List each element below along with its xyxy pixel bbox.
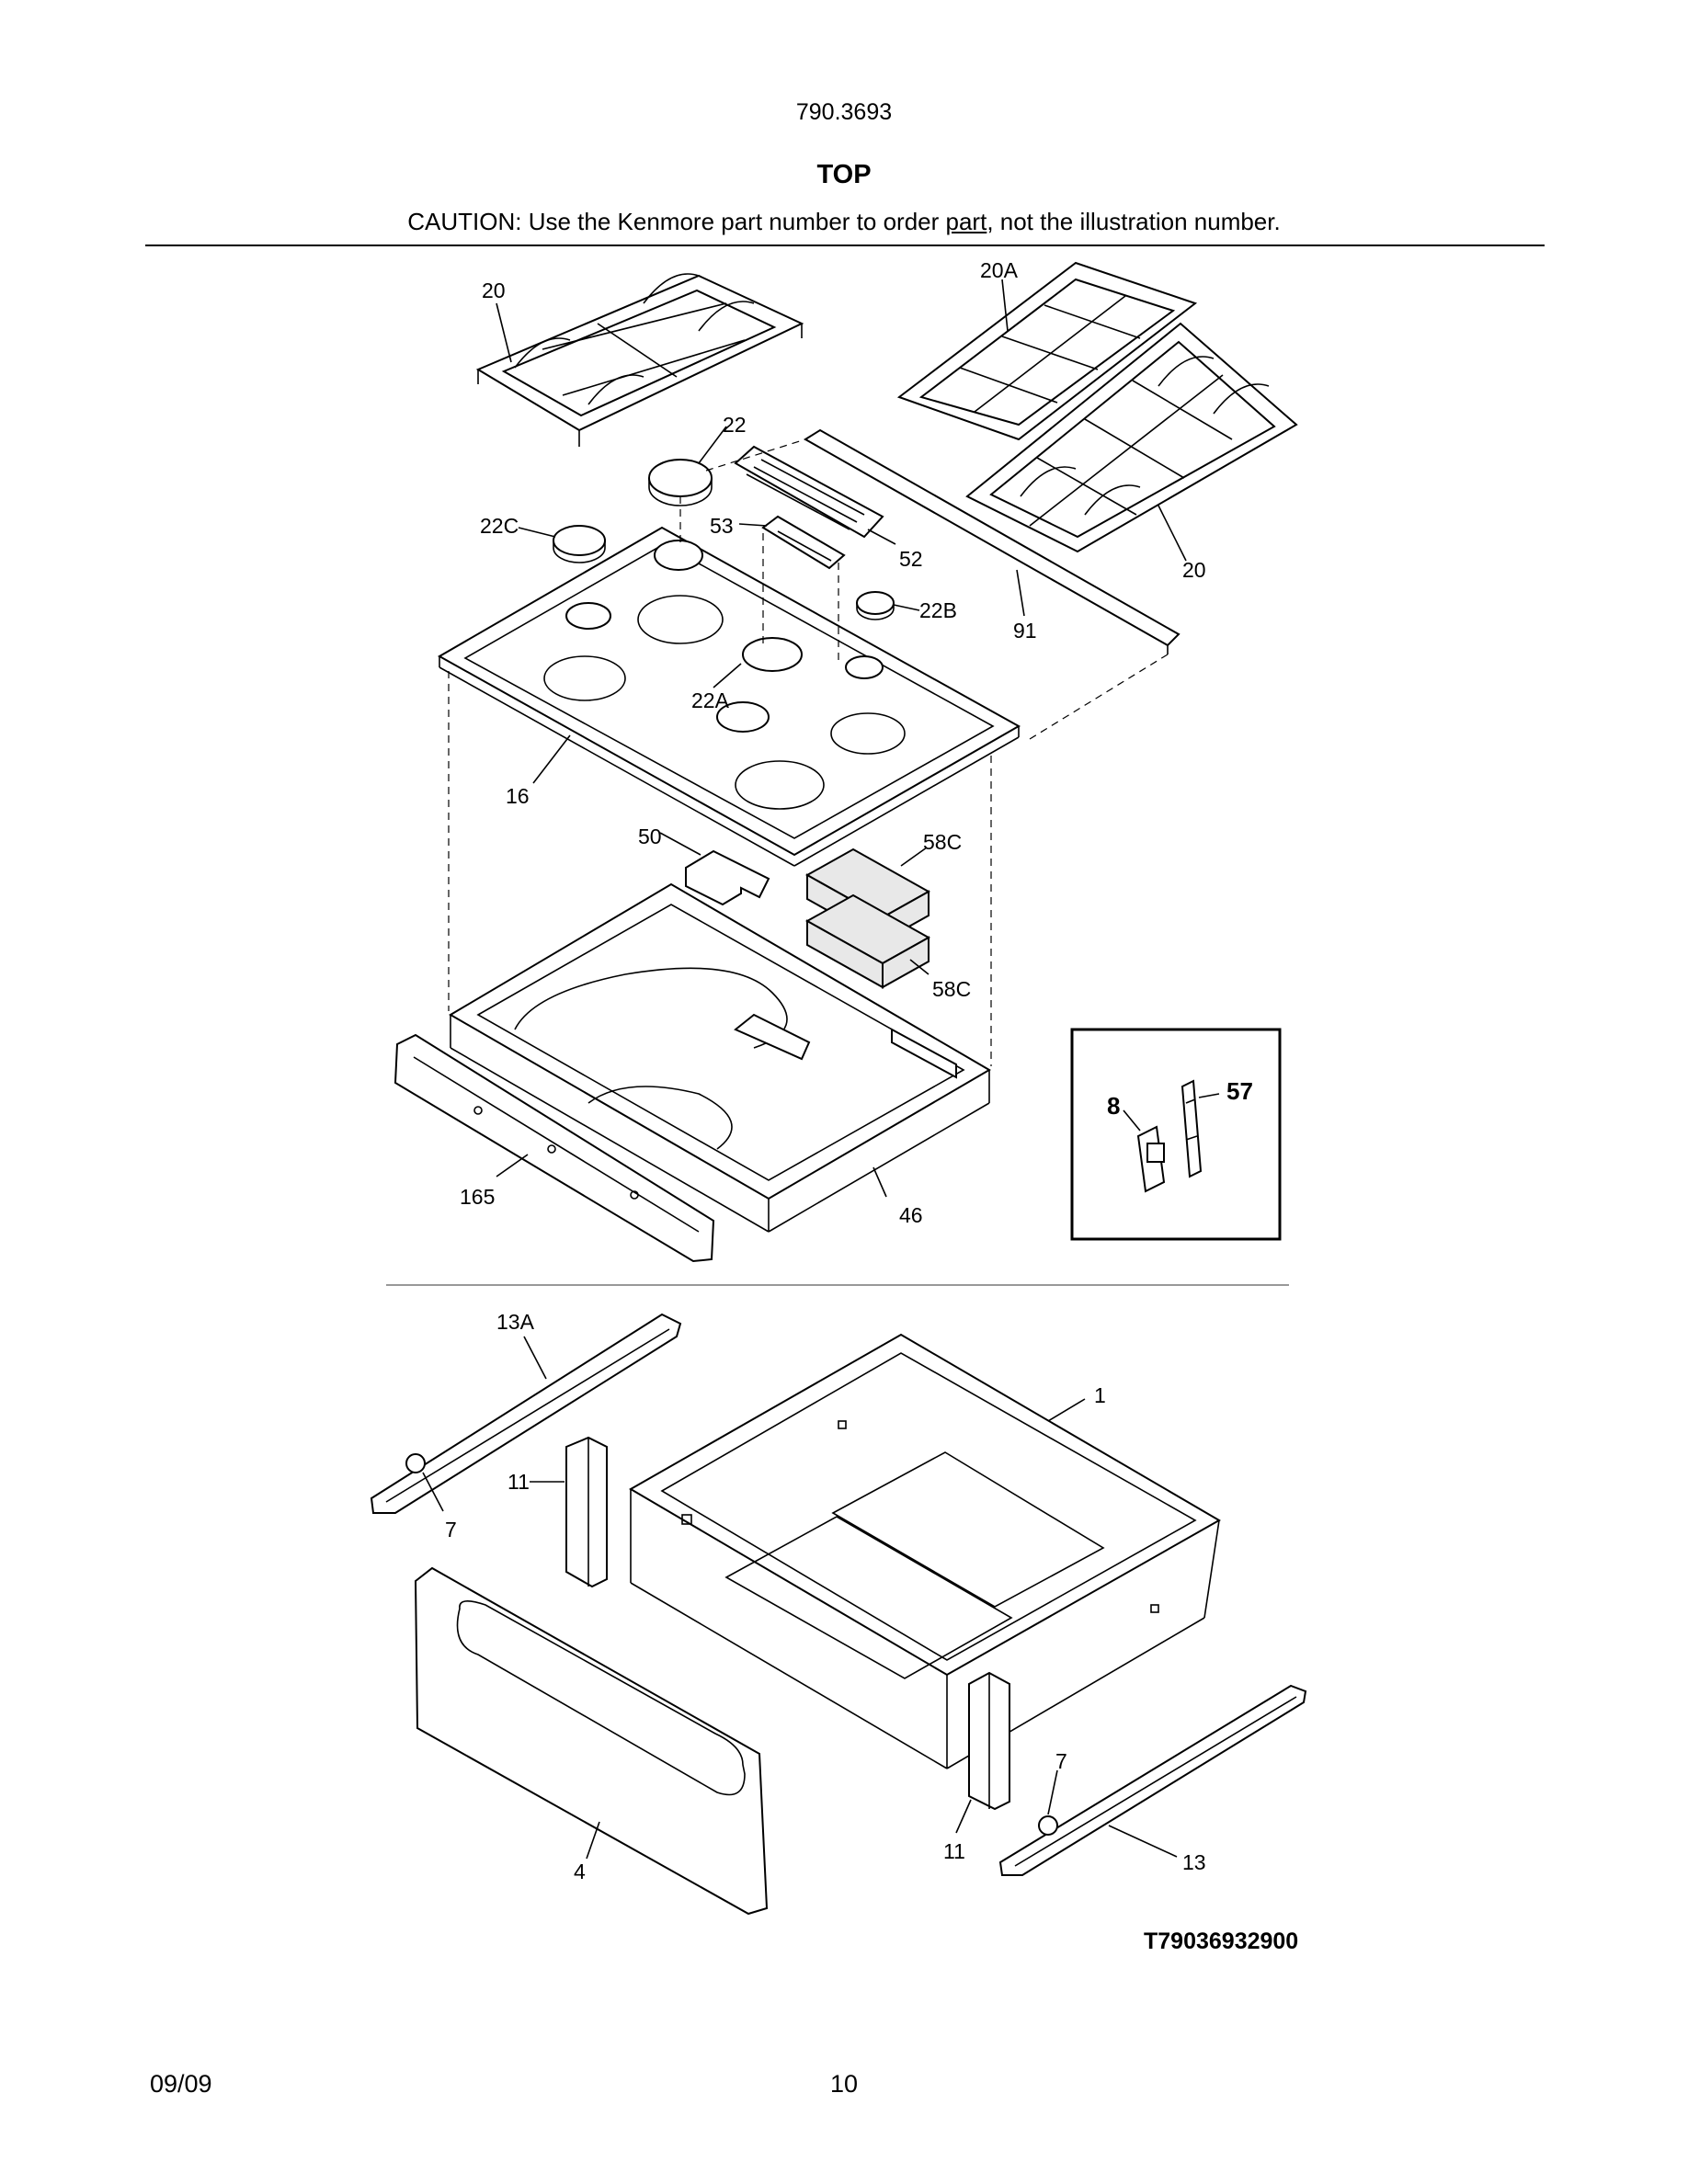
manifold-panel-165	[393, 1033, 715, 1263]
callout-20a: 20A	[980, 258, 1019, 282]
slide-rail-13a	[370, 1313, 682, 1514]
footer-date: 09/09	[150, 2070, 212, 2098]
burner-cap-22	[648, 459, 713, 506]
callout-11-left: 11	[508, 1470, 530, 1494]
header-rule	[145, 245, 1545, 246]
callout-57: 57	[1226, 1077, 1253, 1105]
callout-4: 4	[574, 1860, 586, 1883]
grate-20a	[896, 261, 1198, 441]
drawer-bracket-11-right	[968, 1671, 1010, 1811]
callout-22: 22	[723, 413, 747, 437]
callout-13: 13	[1182, 1850, 1206, 1874]
model-number: 790.3693	[795, 99, 893, 125]
grate-left	[475, 273, 804, 447]
callout-20-left: 20	[482, 279, 506, 302]
drawer-bracket-11-left	[565, 1436, 608, 1588]
inset-box	[1070, 1028, 1282, 1241]
trim-strip-91	[804, 428, 1180, 654]
drawer-front-4	[414, 1566, 769, 1916]
callout-20-right: 20	[1182, 558, 1206, 582]
callout-58c-top: 58C	[923, 830, 962, 854]
callout-46: 46	[899, 1203, 923, 1227]
grate-right	[965, 322, 1298, 553]
callout-labels: 20 20A 22 22C 53 52 20 22B 91 22A 16 50 …	[445, 258, 1298, 1954]
burner-cap-22c	[553, 525, 606, 563]
callout-13a: 13A	[496, 1310, 535, 1334]
callout-22c: 22C	[480, 514, 519, 538]
callout-22b: 22B	[919, 598, 957, 622]
cooktop-16	[437, 526, 1021, 867]
callout-52: 52	[899, 547, 923, 571]
caution-after: , not the illustration number.	[987, 208, 1281, 235]
callout-53: 53	[710, 514, 734, 538]
callout-8: 8	[1107, 1092, 1120, 1120]
caution-text: CAUTION: Use the Kenmore part number to …	[0, 208, 1688, 236]
callout-165: 165	[460, 1185, 495, 1209]
caution-before: CAUTION: Use the Kenmore part number to …	[407, 208, 946, 235]
callout-91: 91	[1013, 619, 1037, 643]
callout-50: 50	[638, 825, 662, 848]
burner-cap-22b	[856, 591, 895, 620]
callout-1: 1	[1094, 1383, 1106, 1407]
vent-cover-52	[734, 445, 884, 539]
page-number: 10	[829, 2070, 859, 2098]
caution-link-part[interactable]: part	[945, 208, 987, 235]
warming-drawer-1	[629, 1333, 1222, 1769]
burner-box-46	[449, 882, 991, 1233]
bracket-50	[685, 849, 770, 906]
drawing-id: T79036932900	[1144, 1928, 1298, 1954]
slide-rail-13	[998, 1684, 1307, 1876]
callout-7-right: 7	[1055, 1749, 1067, 1773]
insulation-58c-bottom	[804, 893, 931, 989]
callout-11-right: 11	[943, 1839, 965, 1863]
callout-58c-bottom: 58C	[932, 977, 971, 1001]
section-title: TOP	[816, 160, 872, 189]
vent-grille-53	[761, 515, 846, 570]
callout-16: 16	[506, 784, 530, 808]
leader-lines	[422, 279, 1220, 1860]
callout-22a: 22A	[691, 688, 730, 712]
alignment-lines	[448, 438, 1169, 1066]
callout-7-left: 7	[445, 1518, 457, 1541]
